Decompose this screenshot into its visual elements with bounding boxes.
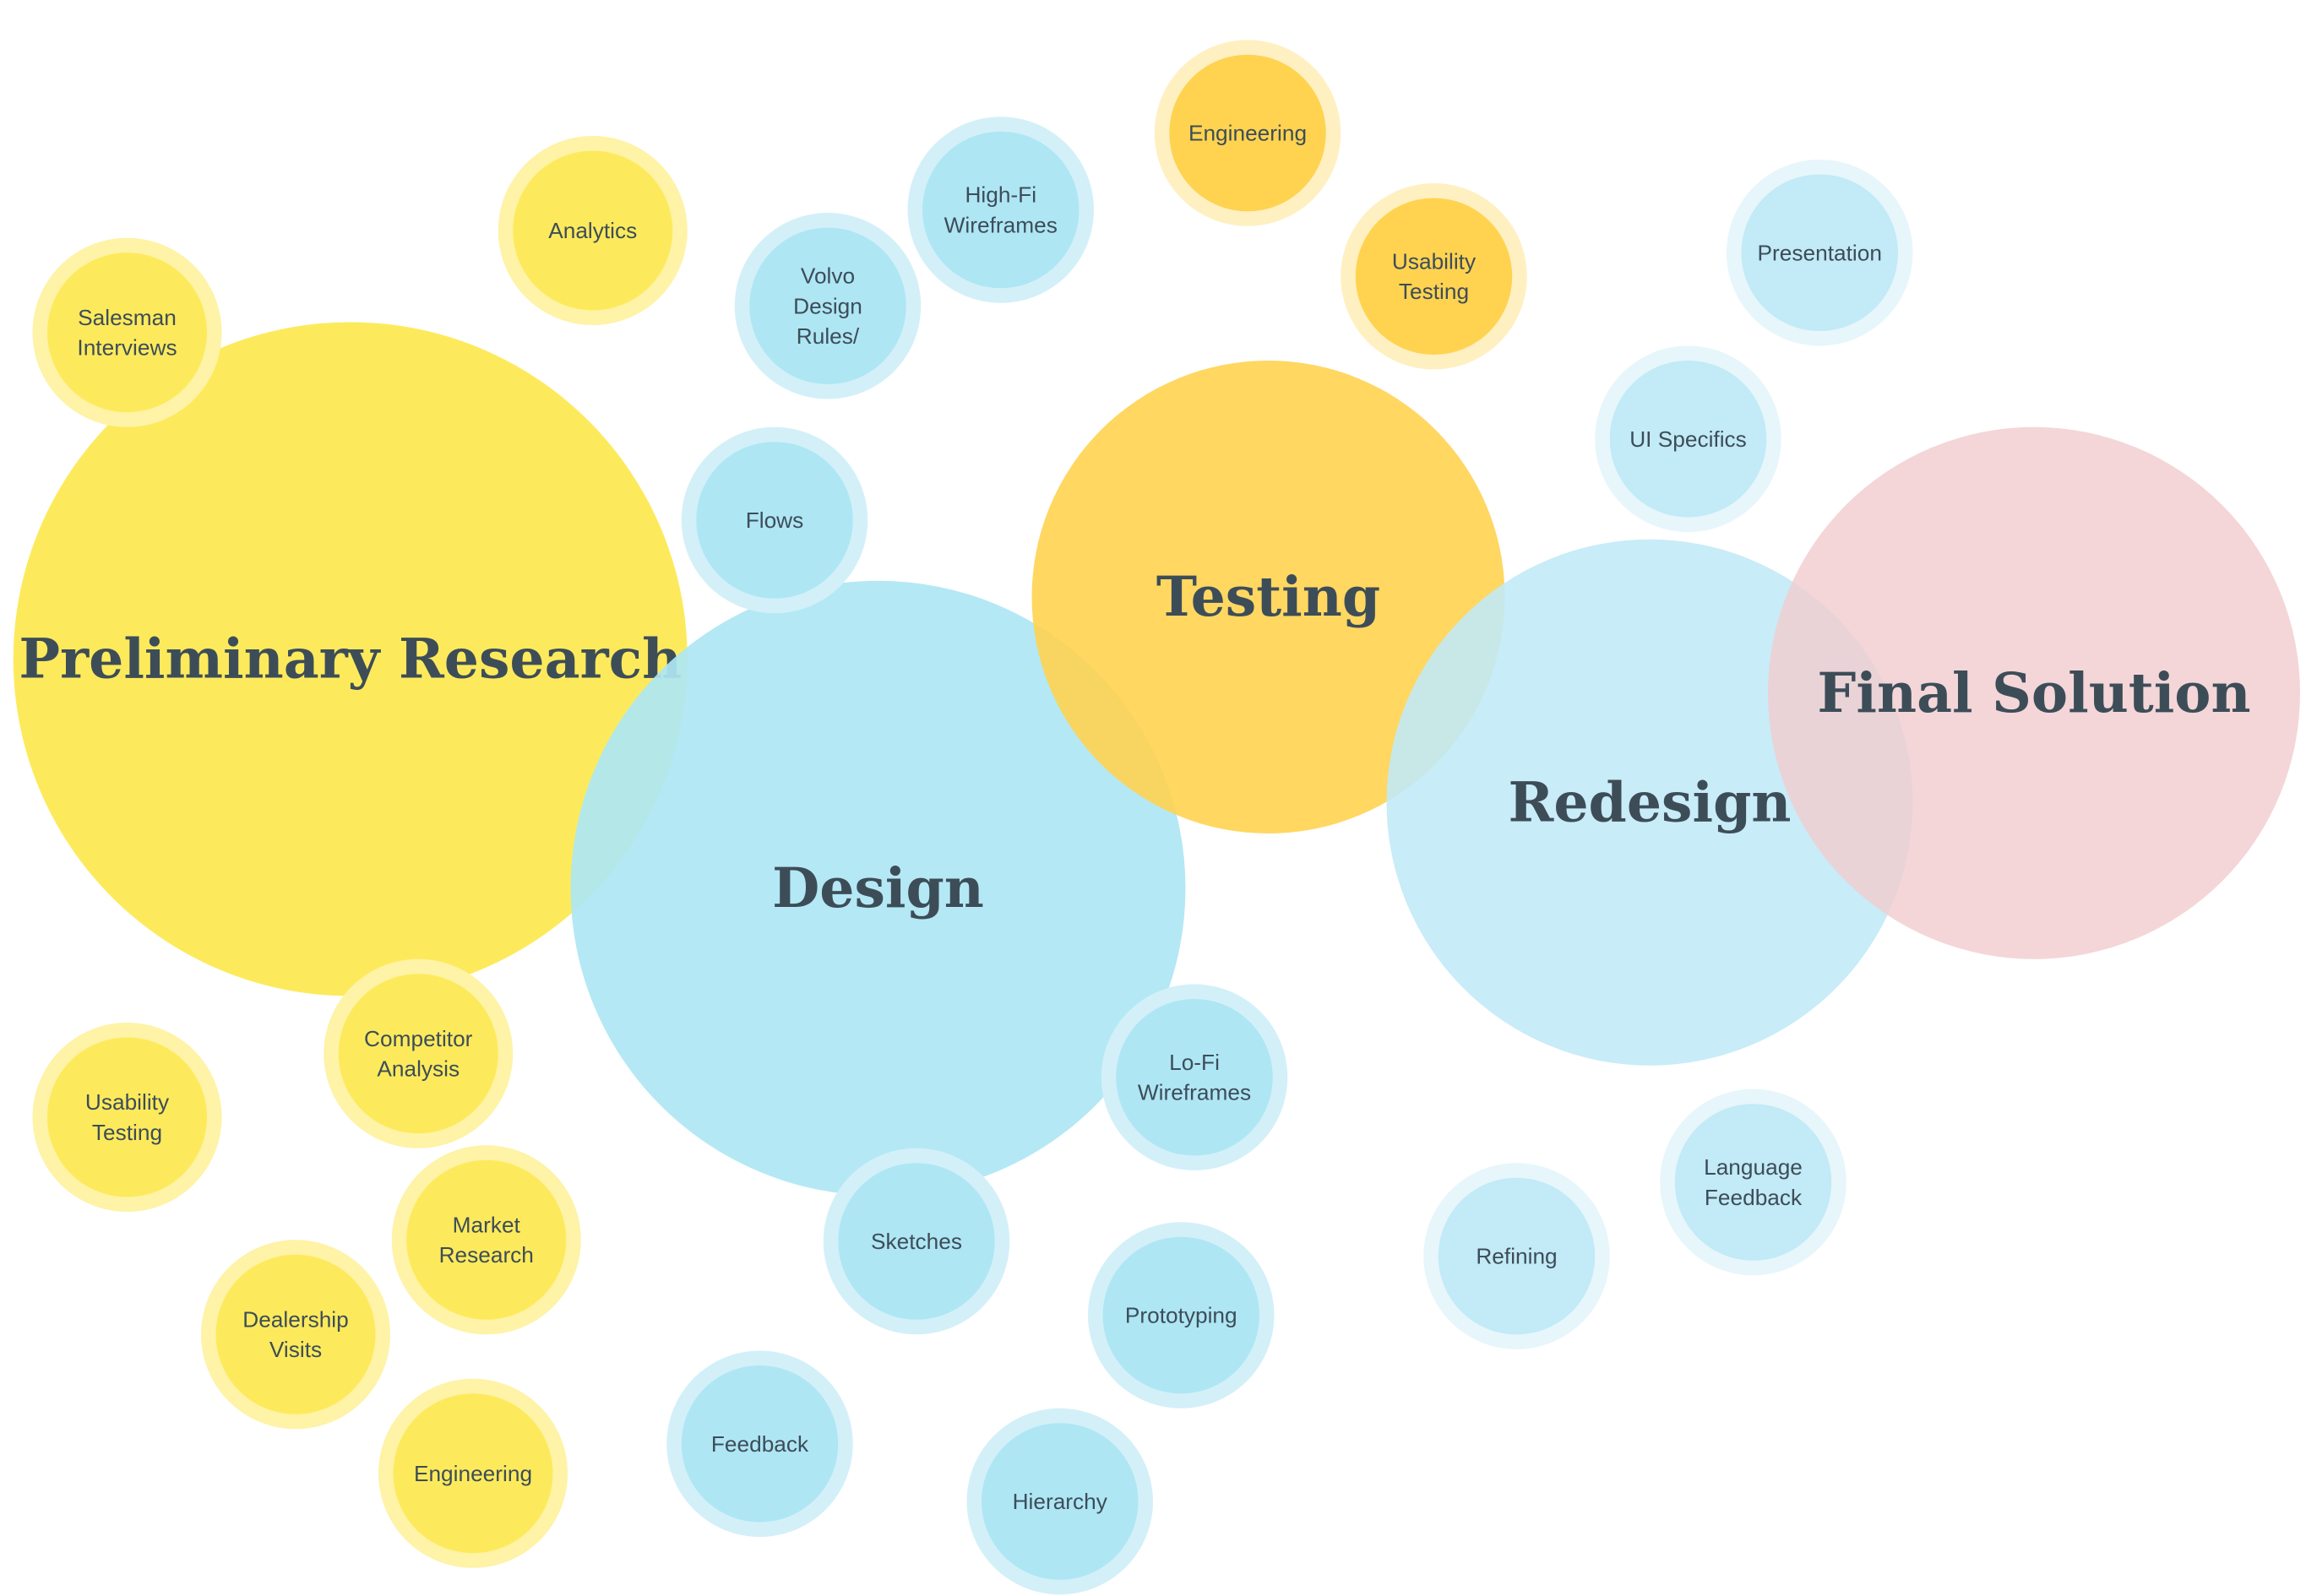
- subtopic-circle-prototyping: [1102, 1236, 1259, 1394]
- subtopic-label-lo-fi-wireframes: Wireframes: [1138, 1080, 1251, 1105]
- subtopic-label-hierarchy: Hierarchy: [1013, 1489, 1108, 1514]
- topic-circle-preliminary-research: [13, 322, 688, 996]
- topic-label-design: Design: [772, 856, 984, 920]
- subtopic-label-lo-fi-wireframes: Lo-Fi: [1169, 1050, 1220, 1075]
- subtopic-label-engineering-testing: Engineering: [1188, 121, 1307, 146]
- subtopic-label-salesman-interviews: Salesman: [78, 305, 177, 330]
- subtopic-ui-specifics: UI Specifics: [1595, 345, 1781, 532]
- subtopic-circle-market-research: [406, 1159, 567, 1320]
- subtopic-circle-sketches: [838, 1163, 995, 1320]
- topic-label-preliminary-research: Preliminary Research: [19, 627, 682, 692]
- topic-circle-design: [570, 580, 1186, 1196]
- topic-circle-testing: [1031, 361, 1505, 833]
- subtopic-label-market-research: Research: [439, 1242, 534, 1268]
- subtopic-engineering-testing: Engineering: [1154, 40, 1341, 226]
- subtopic-circle-competitor-analysis: [338, 974, 498, 1134]
- subtopic-label-refining: Refining: [1476, 1244, 1557, 1269]
- subtopic-analytics: Analytics: [498, 136, 688, 325]
- topic-final-solution: Final Solution: [1768, 426, 2300, 959]
- subtopic-circle-usability-testing-research: [47, 1037, 207, 1197]
- subtopic-feedback: Feedback: [666, 1350, 853, 1537]
- subtopic-label-sketches: Sketches: [871, 1229, 962, 1254]
- subtopic-circle-flows: [696, 442, 853, 599]
- subtopic-label-competitor-analysis: Competitor: [364, 1026, 473, 1051]
- subtopic-label-competitor-analysis: Analysis: [377, 1056, 460, 1082]
- subtopic-label-engineering-research: Engineering: [414, 1461, 532, 1486]
- topic-preliminary-research: Preliminary Research: [13, 322, 688, 996]
- subtopic-label-language-feedback: Language: [1704, 1154, 1803, 1180]
- subtopic-label-feedback: Feedback: [711, 1431, 809, 1457]
- subtopic-circle-usability-testing-testing: [1355, 198, 1513, 355]
- subtopic-label-volvo-design-rules: Volvo: [801, 263, 855, 288]
- subtopic-label-high-fi-wireframes: High-Fi: [965, 182, 1036, 208]
- subtopic-hierarchy: Hierarchy: [966, 1408, 1153, 1595]
- subtopic-label-usability-testing-testing: Testing: [1399, 279, 1469, 304]
- subtopic-circle-dealership-visits: [215, 1254, 376, 1414]
- subtopic-label-volvo-design-rules: Rules/: [797, 323, 860, 349]
- subtopic-circle-ui-specifics: [1609, 361, 1767, 518]
- subtopic-circle-language-feedback: [1674, 1104, 1832, 1261]
- topic-label-redesign: Redesign: [1509, 770, 1792, 834]
- topic-label-testing: Testing: [1156, 565, 1380, 629]
- subtopic-circle-feedback: [681, 1365, 839, 1523]
- subtopic-circle-volvo-design-rules: [749, 227, 906, 384]
- subtopic-engineering-research: Engineering: [378, 1378, 568, 1568]
- subtopic-flows: Flows: [681, 426, 868, 614]
- subtopic-label-usability-testing-research: Usability: [85, 1089, 170, 1115]
- topic-design: Design: [570, 580, 1186, 1196]
- topic-label-final-solution: Final Solution: [1817, 661, 2250, 725]
- subtopic-label-language-feedback: Feedback: [1705, 1185, 1803, 1210]
- subtopic-circle-hierarchy: [982, 1423, 1139, 1580]
- subtopic-label-high-fi-wireframes: Wireframes: [944, 212, 1058, 237]
- subtopic-label-usability-testing-testing: Usability: [1392, 248, 1477, 274]
- subtopic-label-prototyping: Prototyping: [1125, 1303, 1237, 1328]
- subtopic-label-flows: Flows: [746, 508, 804, 533]
- subtopic-label-dealership-visits: Visits: [269, 1337, 322, 1362]
- subtopic-presentation: Presentation: [1727, 160, 1913, 346]
- subtopic-sketches: Sketches: [823, 1148, 1010, 1335]
- subtopic-label-market-research: Market: [453, 1212, 521, 1237]
- subtopic-label-presentation: Presentation: [1758, 240, 1882, 265]
- subtopic-circle-refining: [1438, 1177, 1596, 1335]
- subtopic-prototyping: Prototyping: [1088, 1222, 1275, 1409]
- topic-testing: Testing: [1031, 361, 1505, 833]
- subtopic-circle-presentation: [1741, 174, 1898, 331]
- subtopic-circle-analytics: [513, 150, 673, 311]
- topic-circle-final-solution: [1768, 426, 2300, 959]
- subtopic-label-dealership-visits: Dealership: [242, 1306, 348, 1332]
- subtopic-label-ui-specifics: UI Specifics: [1629, 426, 1747, 452]
- subtopic-circle-engineering-research: [393, 1393, 553, 1554]
- subtopic-label-salesman-interviews: Interviews: [77, 335, 177, 361]
- subtopic-refining: Refining: [1423, 1163, 1610, 1349]
- subtopic-circle-engineering-testing: [1169, 54, 1326, 212]
- subtopic-circle-salesman-interviews: [47, 252, 207, 413]
- main-topics-layer: Preliminary ResearchDesignTestingRedesig…: [13, 322, 2300, 1196]
- subtopic-circle-lo-fi-wireframes: [1116, 999, 1273, 1156]
- subtopic-circle-high-fi-wireframes: [922, 131, 1080, 289]
- subtopic-label-usability-testing-research: Testing: [92, 1120, 162, 1145]
- subtopic-label-analytics: Analytics: [548, 218, 637, 243]
- subtopic-label-volvo-design-rules: Design: [793, 293, 862, 318]
